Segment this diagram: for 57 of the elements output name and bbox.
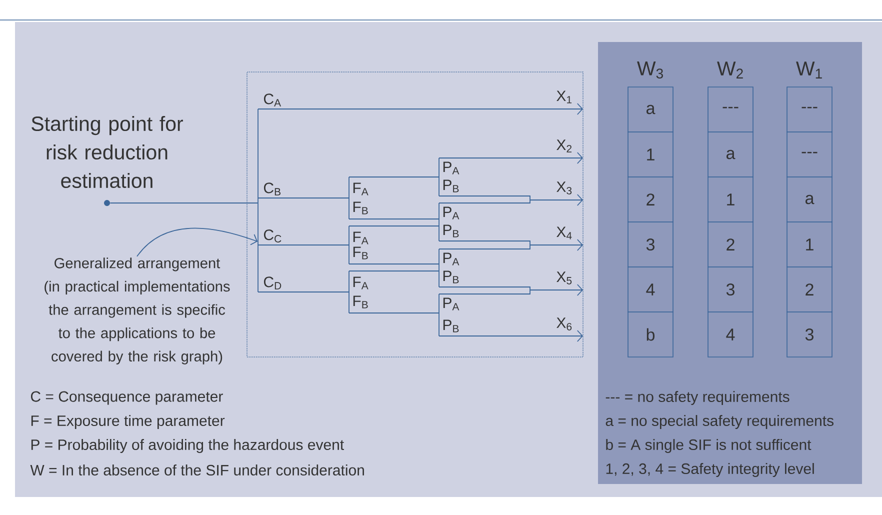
table-cell: a [628,86,674,132]
table-cell: a [708,132,754,178]
branch-label: P$_{B}$ [443,224,459,238]
table-cell: a [786,176,832,222]
table-cell: --- [708,86,754,132]
table-cell: 2 [628,176,674,222]
table-cell: 1 [708,176,754,222]
branch-label: F$_{B}$ [353,202,368,214]
table-cell: 1 [628,132,674,178]
table-cell: --- [786,86,832,132]
table-cell: 3 [628,222,674,268]
branch-label: P$_{A}$ [443,162,460,174]
note-text: Generalized arrangement (in practical implementations the arrangement is specific to the applications to be covered by the risk graph) [44,258,230,364]
definition-text: W = In the absence of the SIF under consideration [30,464,364,476]
branch-label: F$_{A}$ [353,276,368,290]
definition-text: 1, 2, 3, 4 = Safety integrity level [606,463,814,477]
table-cell: 3 [708,266,754,312]
definition-text: C = Consequence parameter [30,391,223,405]
definition-text: P = Probability of avoiding the hazardous event [31,439,344,453]
table-cell: --- [786,132,832,178]
branch-label: X$_{2}$ [556,140,572,152]
branch-label: P$_{B}$ [443,180,459,192]
branch-label: P$_{A}$ [443,206,460,220]
table-cell: 3 [786,312,832,358]
node-caption: Starting point for risk reduction estimation [32,116,183,188]
dashed-frame [246,72,584,358]
branch-label: C$_{D}$ [264,276,282,290]
table-cell: b [628,312,674,358]
branch-label: F$_{B}$ [353,296,368,308]
column-header: W$_{3}$ [637,62,663,78]
arrow [136,228,258,257]
branch-label: C$_{C}$ [264,230,282,242]
branch-label: X$_{6}$ [556,318,572,330]
branch-label: P$_{B}$ [443,270,459,284]
definition-text: a = no special safety requirements [606,415,834,429]
branch-label: P$_{A}$ [443,252,460,266]
branch-label: C$_{B}$ [264,182,280,196]
table-cell: 2 [786,266,832,312]
column-header: W$_{2}$ [717,62,743,78]
definition-text: b = A single SIF is not sufficent [606,439,812,453]
table-cell: 2 [708,222,754,268]
definition-text: F = Exposure time parameter [31,415,225,429]
branch-label: X$_{3}$ [556,182,572,194]
branch-label: X$_{5}$ [556,272,572,284]
branch-label: X$_{4}$ [556,226,572,240]
branch-label: P$_{B}$ [443,320,459,332]
table-cell: 4 [628,266,674,312]
branch-label: F$_{A}$ [353,182,368,196]
table-cell: 1 [786,222,832,268]
branch-label: X$_{1}$ [556,90,572,104]
branch-label: C$_{A}$ [264,94,282,106]
branch-label: F$_{A}$ [353,232,368,244]
column-header: W$_{1}$ [796,62,822,78]
branch-label: F$_{B}$ [353,246,368,260]
definition-text: --- = no safety requirements [606,391,790,405]
branch-label: P$_{A}$ [443,298,460,310]
table-cell: 4 [708,312,754,358]
